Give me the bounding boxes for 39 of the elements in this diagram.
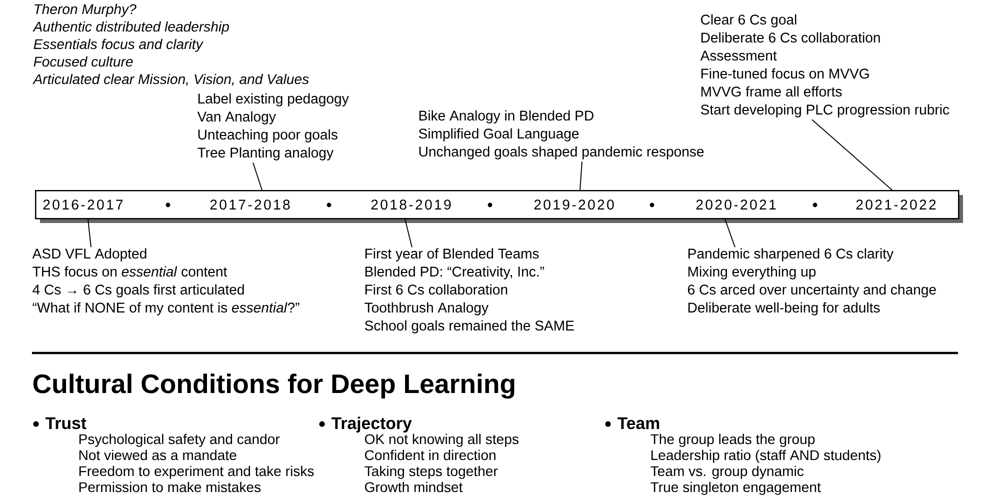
list-item: Team vs. group dynamic [650, 466, 804, 479]
leader-line [724, 218, 736, 248]
list-item: OK not knowing all steps [364, 434, 518, 447]
milestone-list: Pandemic sharpened 6 Cs clarity Mixing everything up 6 Cs arced over uncertainty and change Deliberate well-being for adults [688, 248, 936, 316]
list-item: Psychological safety and candor [79, 434, 280, 447]
list-item: Taking steps together [364, 466, 498, 479]
leader-line [88, 218, 92, 248]
leader-line [252, 162, 262, 190]
year-label: 2020-2021 [696, 200, 776, 210]
list-item: The group leads the group [650, 434, 815, 447]
leader-line [404, 218, 412, 248]
list-item: True singleton engagement [650, 482, 821, 495]
list-item: Leadership ratio (staff AND students) [651, 450, 880, 463]
leader-line [580, 161, 582, 190]
milestone-list: First year of Blended Teams Blended PD: “Creativity, Inc.” First 6 Cs collaboration Toothbrush Analogy School goals remained the SAME [364, 248, 574, 334]
note-text: Focused culture [34, 56, 133, 67]
year-label: 2016-2017 [43, 200, 123, 210]
list-item: Confident in direction [365, 450, 496, 460]
year-label: 2019-2020 [534, 200, 614, 210]
milestone-list: ASD VFL Adopted THS focus on essential content 4 Cs → 6 Cs goals first articulated “What if NONE of my content is essential?” [32, 248, 300, 316]
bullet-heading: Trust [33, 417, 86, 430]
note-text: Essentials focus and clarity [34, 38, 204, 52]
note-text: Authentic distributed leadership [32, 21, 229, 34]
year-label: 2021-2022 [856, 200, 936, 210]
year-label: 2018-2019 [371, 200, 451, 210]
milestone-list: Label existing pedagogy Van Analogy Unteaching poor goals Tree Planting analogy [197, 93, 349, 160]
list-item: Permission to make mistakes [79, 482, 261, 492]
list-item: Not viewed as a mandate [79, 450, 236, 460]
milestone-list: Clear 6 Cs goal Deliberate 6 Cs collaboration Assessment Fine-tuned focus on MVVG MVVG frame all efforts Start developing PLC progression rubric [700, 14, 950, 118]
year-label: 2017-2018 [210, 200, 290, 210]
section-title: Cultural Conditions for Deep Learning [33, 374, 514, 399]
bullet-heading: Team [605, 417, 660, 430]
timeline-bar [35, 190, 964, 223]
bullet-heading: Trajectory [319, 416, 412, 432]
list-item: Growth mindset [365, 482, 463, 492]
leader-line [812, 119, 892, 190]
list-item: Freedom to experiment and take risks [79, 466, 314, 479]
note-text: Articulated clear Mission, Vision, and Values [32, 74, 309, 86]
note-text: Theron Murphy? [34, 4, 136, 17]
